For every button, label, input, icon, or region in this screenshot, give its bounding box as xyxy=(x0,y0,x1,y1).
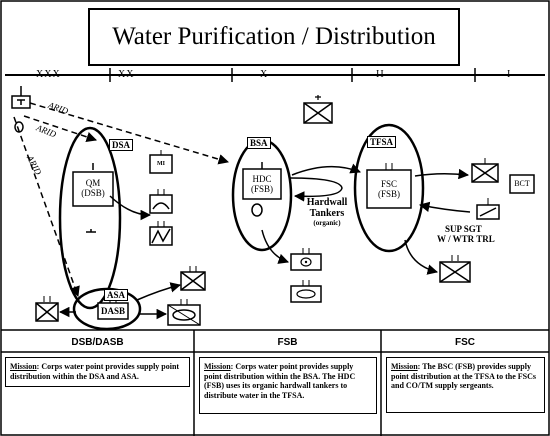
asa-armor-unit xyxy=(167,299,201,326)
echelon-division: XX xyxy=(118,69,135,80)
bct-unit xyxy=(509,174,535,194)
dsa-area xyxy=(58,126,122,310)
hardwall-annotation: Hardwall Tankers (organic) xyxy=(306,197,348,227)
flow-arrow-dsa xyxy=(109,195,152,221)
qm-label: QM (DSB) xyxy=(81,178,105,198)
mission-box-dsb: Mission: Corps water point provides supp… xyxy=(5,357,190,387)
dasb-label: DASB xyxy=(100,306,125,316)
bsa-support-unit-1 xyxy=(290,248,322,271)
bsa-infantry-unit xyxy=(303,95,333,124)
dsa-label: DSA xyxy=(109,139,134,151)
supply-dome-unit xyxy=(149,189,173,214)
tfsa-area xyxy=(353,123,425,253)
tfsa-label: TFSA xyxy=(367,136,397,148)
sup-sgt-annotation: SUP SGT W / WTR TRL xyxy=(437,224,495,244)
bct-label: BCT xyxy=(514,179,530,188)
fsc-fsb-unit xyxy=(366,169,412,209)
column-header-dsb: DSB/DASB xyxy=(71,336,124,348)
tfsa-infantry-lower xyxy=(439,255,471,283)
qm-dsb-unit xyxy=(72,171,114,207)
signal-unit xyxy=(149,221,173,246)
asa-infantry-left xyxy=(35,296,59,322)
echelon-brigade: X xyxy=(260,69,269,80)
sup-sgt-symbol xyxy=(476,198,500,220)
hdc-label: HDC (FSB) xyxy=(250,174,273,194)
asa-infantry-right xyxy=(180,266,206,291)
bsa-label: BSA xyxy=(247,137,271,149)
dasb-unit xyxy=(97,302,129,320)
fsc-label: FSC (FSB) xyxy=(377,179,400,199)
mi-label: MI xyxy=(157,161,165,167)
echelon-company: I xyxy=(507,69,512,80)
echelon-corps: XXX xyxy=(36,69,61,80)
column-header-fsb: FSB xyxy=(277,336,298,348)
mi-unit xyxy=(149,150,173,174)
title-box: Water Purification / Distribution xyxy=(88,8,460,66)
mission-box-fsc: Mission: The BSC (FSB) provides supply p… xyxy=(386,357,545,413)
column-header-fsc: FSC xyxy=(455,336,475,348)
arid-routes xyxy=(13,102,230,297)
water-point-icon xyxy=(86,229,96,233)
echelon-battalion: II xyxy=(376,69,385,80)
water-tank-icon xyxy=(251,203,263,217)
tfsa-infantry-upper xyxy=(471,158,499,183)
corps-hq-symbol xyxy=(11,86,31,133)
mission-box-fsb: Mission: Corps water point provides supp… xyxy=(199,357,377,414)
hardwall-loop-arrow xyxy=(289,177,343,202)
page-title: Water Purification / Distribution xyxy=(112,23,436,50)
bsa-support-unit-2 xyxy=(290,280,322,303)
asa-label: ASA xyxy=(104,289,129,301)
